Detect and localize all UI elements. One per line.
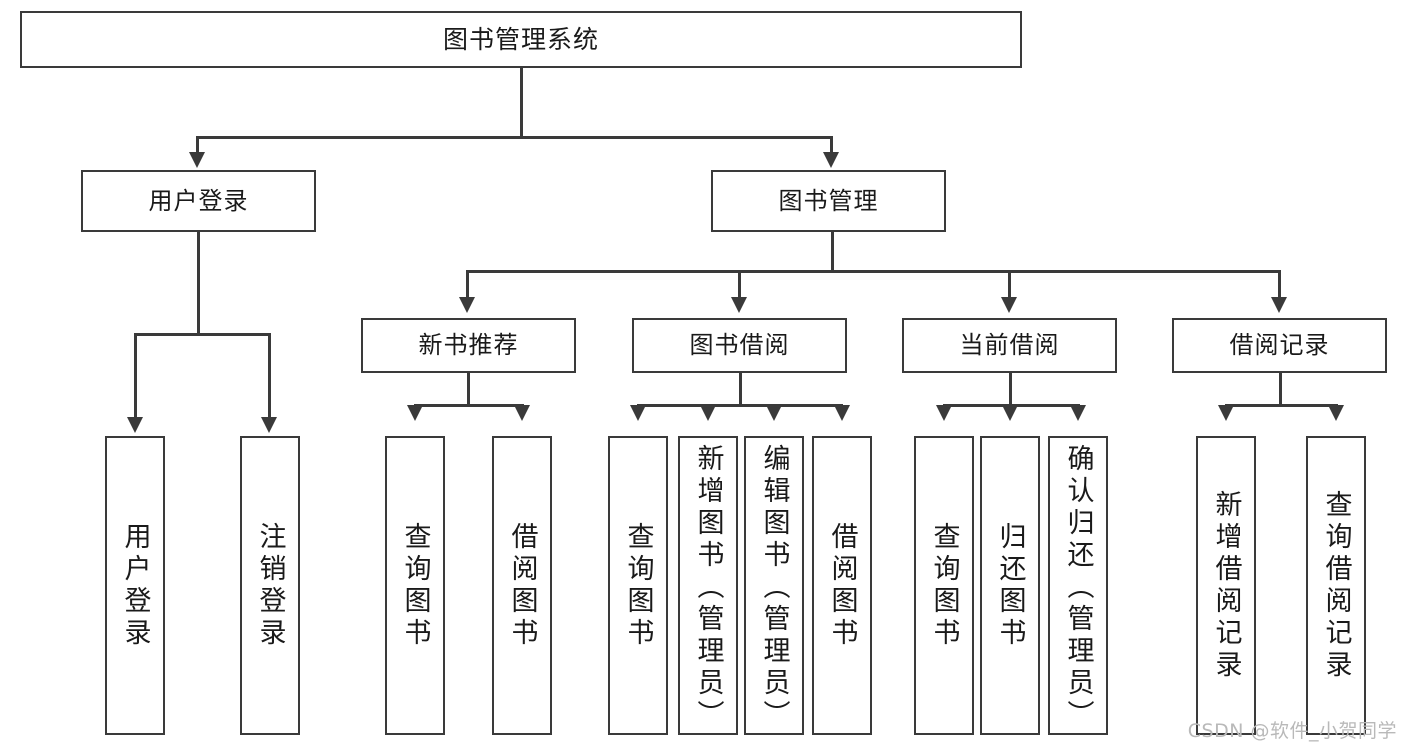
node-label: 借阅图书 <box>506 521 538 650</box>
leaf-add-borrow-record[interactable]: 新增借阅记录 <box>1196 436 1256 735</box>
arrowhead-book-manage <box>823 152 839 168</box>
leaf-return-book[interactable]: 归还图书 <box>980 436 1040 735</box>
connector-drop-new-book <box>466 270 469 300</box>
connector-user-login-drop-1 <box>134 333 137 419</box>
leaf-query-book-current[interactable]: 查询图书 <box>914 436 974 735</box>
leaf-query-book-new-recommend[interactable]: 查询图书 <box>385 436 445 735</box>
connector-root-stem <box>520 68 523 138</box>
watermark-text: CSDN @软件_小贺同学 <box>1187 720 1397 742</box>
node-label: 注销登录 <box>254 521 286 650</box>
arrowhead-leaf-br-2 <box>1328 405 1344 421</box>
arrowhead-leaf-query-book-nb <box>407 405 423 421</box>
leaf-add-book-admin[interactable]: 新增图书（管理员） <box>678 436 738 735</box>
arrowhead-leaf-br-1 <box>1218 405 1234 421</box>
node-label: 借阅记录 <box>1229 331 1330 360</box>
arrowhead-leaf-cb-2 <box>1002 405 1018 421</box>
arrowhead-leaf-bb-4 <box>834 405 850 421</box>
leaf-query-book-borrow[interactable]: 查询图书 <box>608 436 668 735</box>
node-label: 借阅图书 <box>826 521 858 650</box>
node-label: 图书管理系统 <box>442 24 599 54</box>
arrowhead-leaf-borrow-book-nb <box>514 405 530 421</box>
arrowhead-book-borrow <box>731 297 747 313</box>
node-borrow-record[interactable]: 借阅记录 <box>1172 318 1387 373</box>
leaf-user-login[interactable]: 用户登录 <box>105 436 165 735</box>
arrowhead-leaf-bb-1 <box>630 405 646 421</box>
node-label: 新增借阅记录 <box>1210 489 1242 682</box>
connector-level3-bus <box>466 270 1281 273</box>
connector-root-bus <box>196 136 833 139</box>
node-label: 图书借阅 <box>689 331 790 360</box>
connector-drop-book-borrow <box>738 270 741 300</box>
node-label: 查询图书 <box>399 521 431 650</box>
node-label: 查询图书 <box>622 521 654 650</box>
node-label: 图书管理 <box>778 186 879 215</box>
node-label: 用户登录 <box>119 521 151 650</box>
connector-user-login-stem <box>197 232 200 335</box>
arrowhead-leaf-cb-3 <box>1070 405 1086 421</box>
arrowhead-borrow-record <box>1271 297 1287 313</box>
connector-new-book-stem <box>467 373 470 406</box>
arrowhead-leaf-bb-3 <box>766 405 782 421</box>
arrowhead-leaf-bb-2 <box>700 405 716 421</box>
leaf-logout[interactable]: 注销登录 <box>240 436 300 735</box>
node-label: 归还图书 <box>994 521 1026 650</box>
arrowhead-new-book <box>459 297 475 313</box>
connector-user-login-drop-2 <box>268 333 271 419</box>
node-label: 当前借阅 <box>959 331 1060 360</box>
node-label: 确认归还（管理员） <box>1062 444 1094 732</box>
connector-current-borrow-stem <box>1009 373 1012 406</box>
arrowhead-user-login <box>189 152 205 168</box>
arrowhead-leaf-cb-1 <box>936 405 952 421</box>
node-label: 新书推荐 <box>418 331 519 360</box>
leaf-confirm-return-admin[interactable]: 确认归还（管理员） <box>1048 436 1108 735</box>
connector-drop-book-manage <box>830 136 833 156</box>
node-label: 新增图书（管理员） <box>692 444 724 732</box>
arrowhead-leaf-user-login <box>127 417 143 433</box>
connector-borrow-record-bus <box>1225 404 1338 407</box>
leaf-query-borrow-record[interactable]: 查询借阅记录 <box>1306 436 1366 735</box>
connector-book-manage-stem <box>831 232 834 272</box>
connector-drop-current-borrow <box>1008 270 1011 300</box>
node-book-management[interactable]: 图书管理 <box>711 170 946 232</box>
arrowhead-leaf-logout <box>261 417 277 433</box>
leaf-borrow-book[interactable]: 借阅图书 <box>812 436 872 735</box>
node-label: 编辑图书（管理员） <box>758 444 790 732</box>
connector-drop-user-login <box>196 136 199 156</box>
node-user-login[interactable]: 用户登录 <box>81 170 316 232</box>
node-label: 查询借阅记录 <box>1320 489 1352 682</box>
connector-book-borrow-bus <box>637 404 843 407</box>
connector-new-book-bus <box>414 404 524 407</box>
leaf-edit-book-admin[interactable]: 编辑图书（管理员） <box>744 436 804 735</box>
node-label: 查询图书 <box>928 521 960 650</box>
connector-user-login-bus <box>134 333 271 336</box>
node-root-system[interactable]: 图书管理系统 <box>20 11 1022 68</box>
arrowhead-current-borrow <box>1001 297 1017 313</box>
leaf-borrow-book-new-recommend[interactable]: 借阅图书 <box>492 436 552 735</box>
node-book-borrow[interactable]: 图书借阅 <box>632 318 847 373</box>
node-current-borrow[interactable]: 当前借阅 <box>902 318 1117 373</box>
connector-book-borrow-stem <box>739 373 742 406</box>
node-new-book-recommend[interactable]: 新书推荐 <box>361 318 576 373</box>
connector-borrow-record-stem <box>1279 373 1282 406</box>
node-label: 用户登录 <box>148 186 249 215</box>
connector-drop-borrow-record <box>1278 270 1281 300</box>
